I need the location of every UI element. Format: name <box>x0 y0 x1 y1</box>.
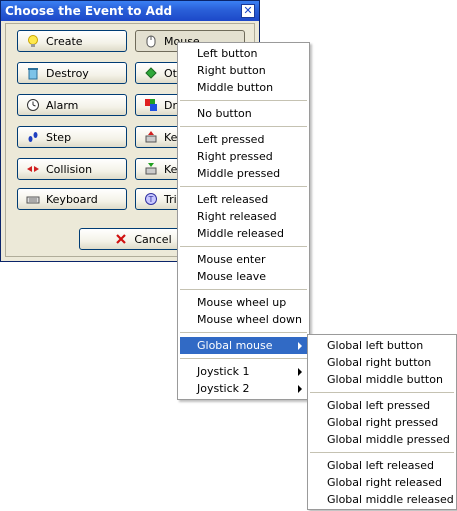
menu-item-middle-pressed[interactable]: Middle pressed <box>197 167 281 180</box>
keyboard-label: Keyboard <box>46 192 98 206</box>
menu-item-middle-released[interactable]: Middle released <box>197 227 284 240</box>
menu-separator <box>180 332 307 333</box>
alarm-event-button[interactable]: Alarm <box>17 94 127 116</box>
menu-item-global-middle-released[interactable]: Global middle released <box>327 493 454 506</box>
menu-item-global-middle-pressed[interactable]: Global middle pressed <box>327 433 450 446</box>
menu-separator <box>180 358 307 359</box>
collision-event-button[interactable]: Collision <box>17 158 127 180</box>
cancel-label: Cancel <box>134 232 172 246</box>
window-title: Choose the Event to Add <box>5 4 173 18</box>
svg-text:T: T <box>148 195 154 204</box>
key-release-icon <box>144 162 158 176</box>
green-diamond-icon <box>144 66 158 80</box>
menu-item-global-right-released[interactable]: Global right released <box>327 476 443 489</box>
key-press-icon <box>144 130 158 144</box>
collision-icon <box>26 162 40 176</box>
menu-separator <box>180 100 307 101</box>
menu-item-right-released[interactable]: Right released <box>197 210 277 223</box>
destroy-event-button[interactable]: Destroy <box>17 62 127 84</box>
submenu-arrow-icon <box>298 342 302 350</box>
step-label: Step <box>46 130 72 144</box>
menu-separator <box>180 126 307 127</box>
menu-separator <box>310 452 454 453</box>
keyboard-event-button[interactable]: Keyboard <box>17 188 127 210</box>
menu-item-wheel-down[interactable]: Mouse wheel down <box>197 313 302 326</box>
create-label: Create <box>46 34 83 48</box>
footsteps-icon <box>26 130 40 144</box>
trash-icon <box>26 66 40 80</box>
menu-item-global-left-released[interactable]: Global left released <box>327 459 434 472</box>
title-bar[interactable]: Choose the Event to Add ✕ <box>1 1 259 21</box>
destroy-label: Destroy <box>46 66 89 80</box>
menu-separator <box>180 289 307 290</box>
menu-item-global-right-button[interactable]: Global right button <box>327 356 432 369</box>
submenu-arrow-icon <box>298 385 302 393</box>
menu-item-wheel-up[interactable]: Mouse wheel up <box>197 296 287 309</box>
joystick-1-label: Joystick 1 <box>197 365 250 378</box>
menu-item-mouse-enter[interactable]: Mouse enter <box>197 253 266 266</box>
alarm-label: Alarm <box>46 98 79 112</box>
menu-separator <box>180 186 307 187</box>
create-event-button[interactable]: Create <box>17 30 127 52</box>
menu-item-middle-button[interactable]: Middle button <box>197 81 274 94</box>
global-mouse-menu: Global left button Global right button G… <box>307 334 457 510</box>
clock-icon <box>26 98 40 112</box>
menu-item-mouse-leave[interactable]: Mouse leave <box>197 270 267 283</box>
mouse-icon <box>144 34 158 48</box>
menu-item-global-middle-button[interactable]: Global middle button <box>327 373 443 386</box>
menu-item-global-left-button[interactable]: Global left button <box>327 339 424 352</box>
menu-item-global-right-pressed[interactable]: Global right pressed <box>327 416 439 429</box>
menu-item-joystick-1[interactable]: Joystick 1 <box>180 363 307 380</box>
joystick-2-label: Joystick 2 <box>197 382 250 395</box>
submenu-arrow-icon <box>298 368 302 376</box>
lightbulb-icon <box>26 34 40 48</box>
menu-item-no-button[interactable]: No button <box>197 107 252 120</box>
step-event-button[interactable]: Step <box>17 126 127 148</box>
close-button[interactable]: ✕ <box>241 4 255 18</box>
collision-label: Collision <box>46 162 93 176</box>
menu-item-right-button[interactable]: Right button <box>197 64 266 77</box>
menu-item-left-pressed[interactable]: Left pressed <box>197 133 265 146</box>
menu-separator <box>180 246 307 247</box>
menu-item-global-left-pressed[interactable]: Global left pressed <box>327 399 431 412</box>
menu-item-global-mouse[interactable]: Global mouse <box>180 337 307 354</box>
mouse-event-menu: Left button Right button Middle button N… <box>177 42 310 400</box>
menu-item-joystick-2[interactable]: Joystick 2 <box>180 380 307 397</box>
cancel-button[interactable]: Cancel <box>79 228 207 250</box>
menu-item-right-pressed[interactable]: Right pressed <box>197 150 273 163</box>
keyboard-icon <box>26 192 40 206</box>
menu-separator <box>310 392 454 393</box>
trigger-icon: T <box>144 192 158 206</box>
red-x-icon <box>114 232 128 246</box>
close-icon: ✕ <box>243 4 253 17</box>
global-mouse-label: Global mouse <box>197 339 273 352</box>
menu-item-left-button[interactable]: Left button <box>197 47 258 60</box>
menu-item-left-released[interactable]: Left released <box>197 193 269 206</box>
paint-icon <box>144 98 158 112</box>
